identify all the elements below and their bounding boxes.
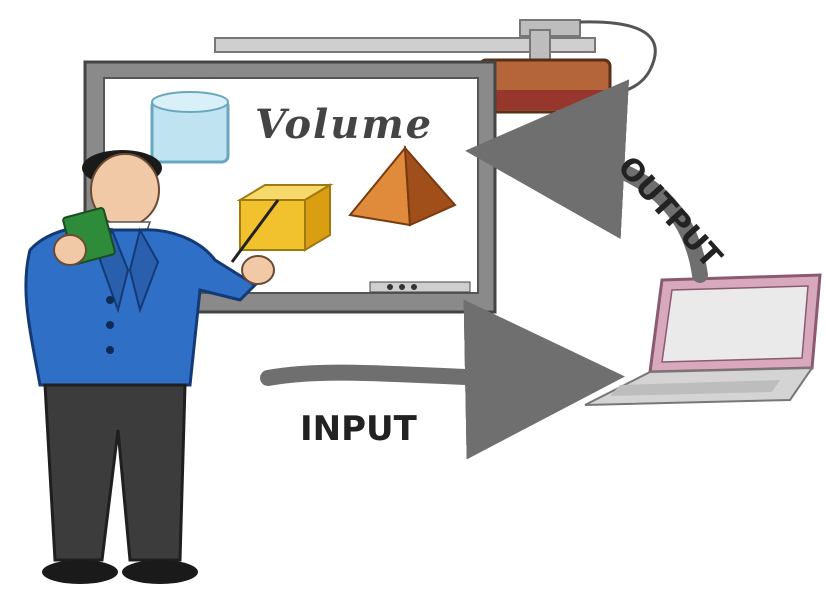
cube-shape	[152, 92, 228, 162]
output-label: OUTPUT	[611, 150, 729, 276]
board-title: Volume	[255, 101, 433, 148]
box-shape	[240, 185, 330, 250]
input-arrow	[268, 373, 545, 379]
input-label: INPUT	[300, 409, 418, 449]
laptop-icon	[585, 275, 820, 405]
